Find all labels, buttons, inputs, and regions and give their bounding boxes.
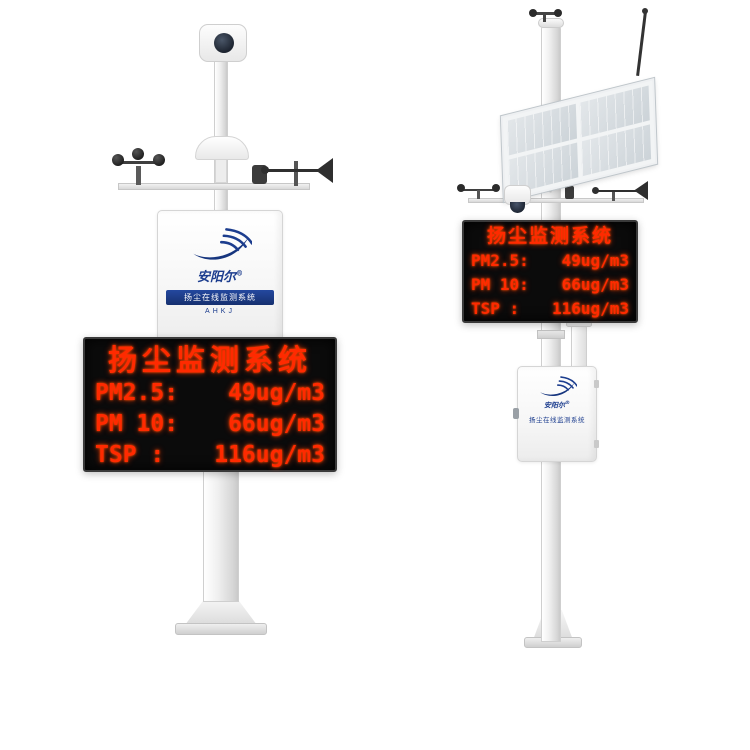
rain-dome-sensor <box>195 136 249 160</box>
pole-clamp <box>537 330 565 339</box>
wind-vane-nose <box>592 187 599 194</box>
control-box <box>517 366 597 462</box>
wind-vane-pivot <box>294 161 298 186</box>
solar-panel <box>499 76 659 204</box>
support-pole <box>203 470 239 602</box>
anemometer-post <box>136 166 141 185</box>
anemometer-cup-icon <box>457 184 465 192</box>
cabinet-title-band: 扬尘在线监测系统 <box>166 290 274 305</box>
reading-value: 66ug/m3 <box>228 411 325 437</box>
pole-cap <box>538 18 564 28</box>
reading-row: PM 10: 66ug/m3 <box>471 273 629 297</box>
reading-label: TSP : <box>95 442 165 468</box>
reading-label: PM 10: <box>471 275 529 294</box>
wind-vane-tail <box>316 158 333 183</box>
brand-name: 安阳尔® <box>157 266 283 285</box>
sensor-crossarm <box>468 198 644 203</box>
anemometer-cup-icon <box>153 154 165 166</box>
antenna-tip <box>642 8 648 14</box>
led-display: 扬尘监测系统 PM2.5: 49ug/m3 PM 10: 66ug/m3 TSP… <box>462 220 638 323</box>
anemometer-cup-icon <box>492 184 500 192</box>
reading-row: PM2.5: 49ug/m3 <box>95 378 325 409</box>
wind-vane-nose <box>261 166 269 174</box>
control-box-title: 扬尘在线监测系统 <box>529 417 585 424</box>
brand-name: 安阳尔® <box>517 400 597 410</box>
camera-lens-icon <box>214 33 234 53</box>
camera-lens-icon <box>510 202 525 213</box>
anemometer-cup-icon <box>112 154 124 166</box>
reading-row: PM 10: 66ug/m3 <box>95 409 325 440</box>
brand-logo-icon <box>540 376 577 397</box>
reading-label: TSP : <box>471 299 520 318</box>
box-hinge <box>594 380 599 388</box>
antenna-icon <box>636 12 647 76</box>
reading-value: 49ug/m3 <box>228 380 325 406</box>
box-hinge <box>594 440 599 448</box>
reading-row: PM2.5: 49ug/m3 <box>471 249 629 273</box>
equipment-cabinet <box>157 210 283 346</box>
pole-base-flare <box>185 598 257 625</box>
cabinet-subtitle: AHKJ <box>205 308 235 315</box>
reading-label: PM2.5: <box>471 251 529 270</box>
reading-label: PM2.5: <box>95 380 179 406</box>
mini-anemometer-post <box>543 12 546 22</box>
brand-text: 安阳尔 <box>544 400 565 410</box>
mini-anemometer-arm <box>533 12 557 15</box>
sensor-crossarm <box>118 183 310 190</box>
anemometer-cup-icon <box>554 9 562 17</box>
brand-text: 安阳尔 <box>196 270 236 285</box>
reading-value: 116ug/m3 <box>214 442 325 468</box>
reading-label: PM 10: <box>95 411 179 437</box>
registered-mark: ® <box>565 400 570 406</box>
wind-vane-icon <box>266 169 330 172</box>
anemometer-cup-icon <box>132 148 144 160</box>
pole-base-plate <box>175 623 267 635</box>
reading-value: 49ug/m3 <box>561 251 629 270</box>
tsp-sampler <box>571 325 587 369</box>
wind-vane-pivot <box>612 192 615 201</box>
registered-mark: ® <box>236 268 243 278</box>
reading-value: 116ug/m3 <box>551 299 629 318</box>
anemometer-arm <box>117 161 161 164</box>
display-title: 扬尘监测系统 <box>107 343 312 377</box>
sensor-neck <box>215 159 227 183</box>
anemometer-post <box>477 190 480 199</box>
brand-logo-icon <box>193 228 252 260</box>
display-title: 扬尘监测系统 <box>486 225 613 247</box>
box-latch <box>513 408 519 419</box>
wind-vane-icon <box>596 190 648 192</box>
anemometer-cup-icon <box>529 9 537 17</box>
reading-row: TSP : 116ug/m3 <box>95 440 325 471</box>
noise-sensor <box>565 186 574 199</box>
reading-row: TSP : 116ug/m3 <box>471 297 629 321</box>
reading-value: 66ug/m3 <box>561 275 629 294</box>
led-display: 扬尘监测系统 PM2.5: 49ug/m3 PM 10: 66ug/m3 TSP… <box>83 337 337 472</box>
